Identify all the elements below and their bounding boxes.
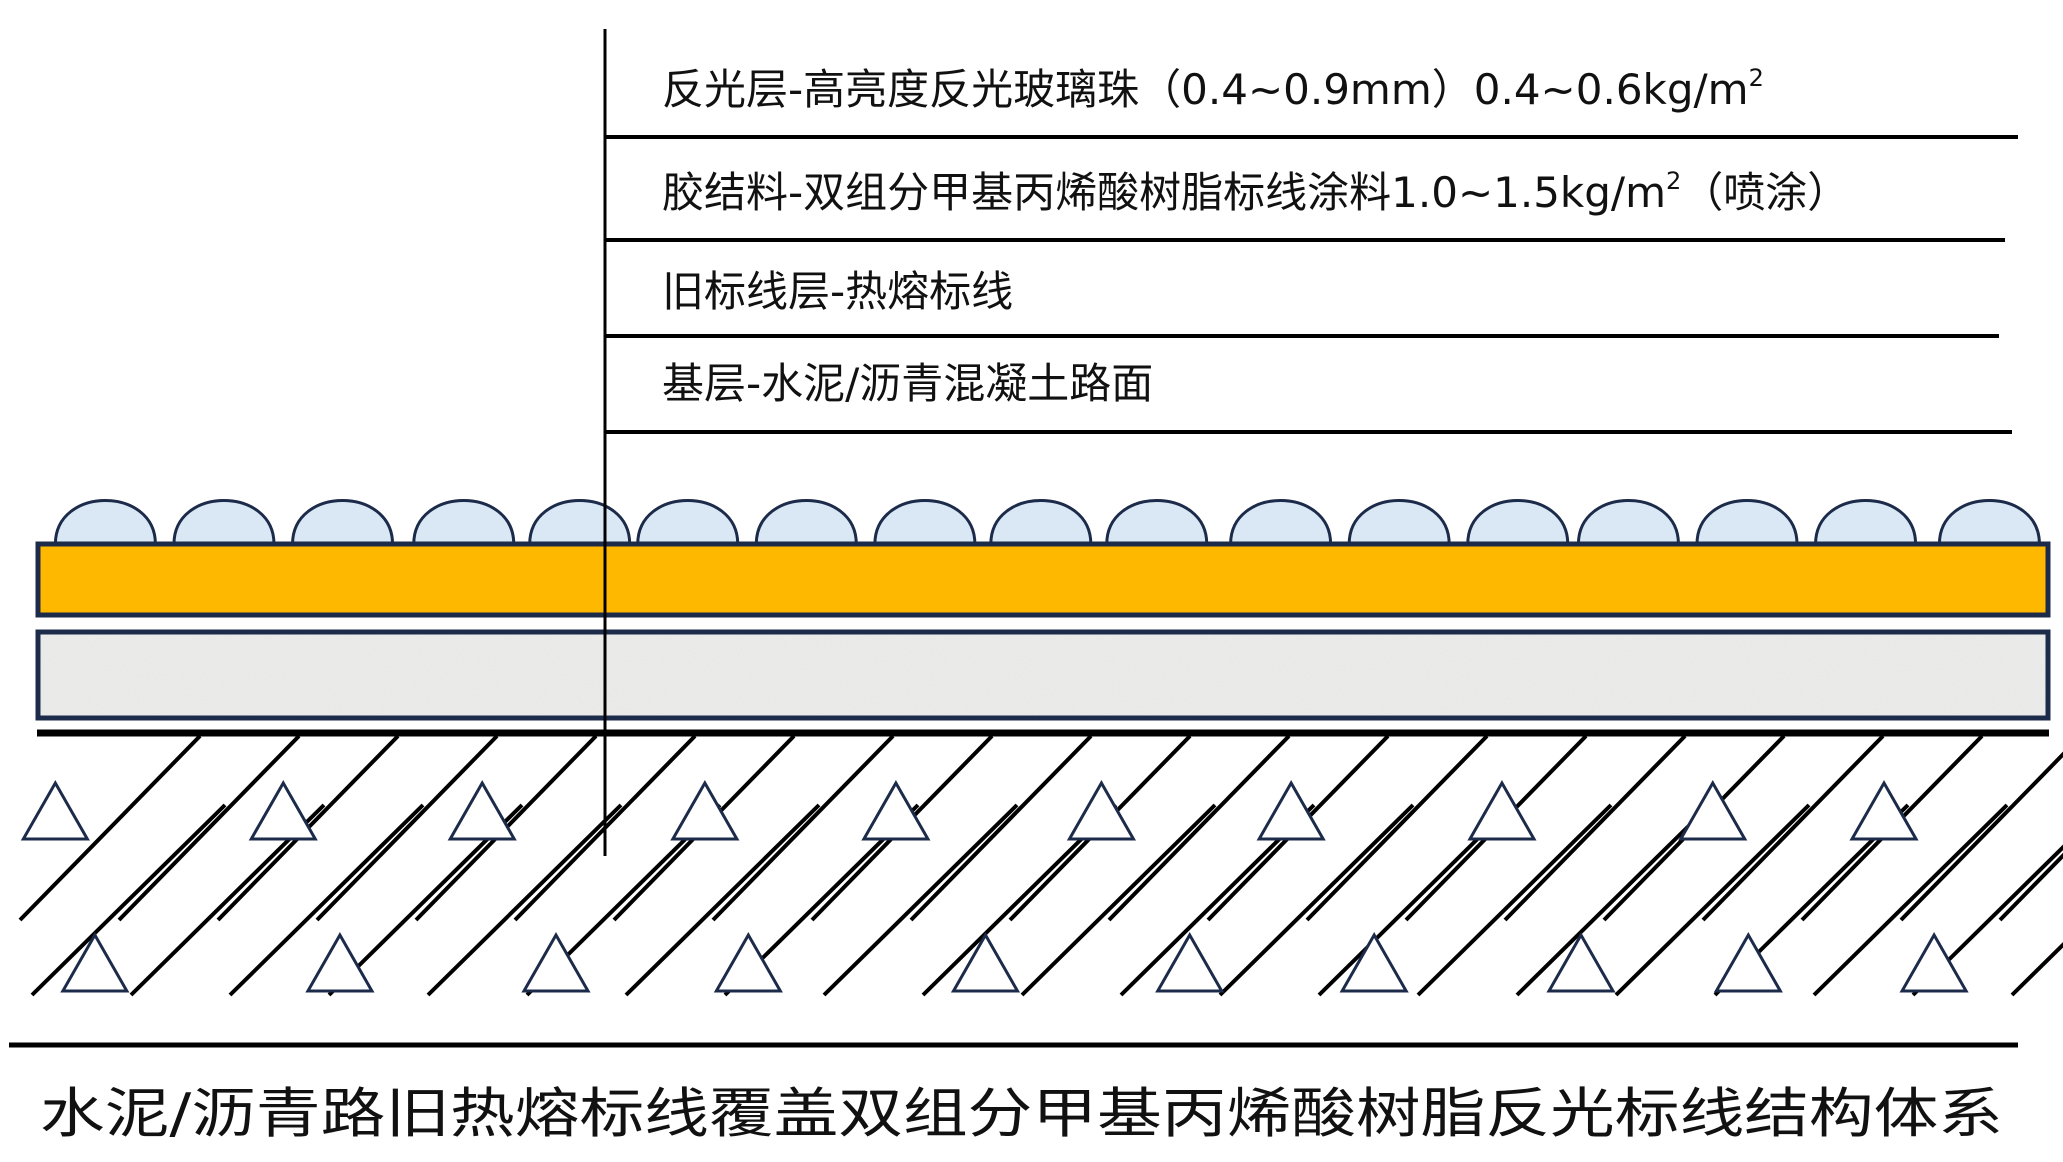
aggregate-triangle — [521, 931, 591, 993]
aggregate-triangle — [1467, 779, 1537, 841]
aggregate-triangle — [1546, 931, 1616, 993]
hatch-line — [624, 803, 821, 997]
hatch-line — [822, 803, 1019, 997]
aggregate-triangle — [1849, 779, 1919, 841]
aggregate-triangle — [20, 779, 90, 841]
aggregate-triangle — [1678, 779, 1748, 841]
hatch-line — [1998, 852, 2063, 922]
aggregate-triangle — [950, 931, 1021, 993]
hatch-line — [1416, 803, 1613, 997]
glass-bead — [1466, 499, 1570, 545]
aggregate-triangle — [1066, 779, 1137, 841]
hatch-line — [228, 803, 425, 997]
aggregate-triangle — [305, 931, 375, 993]
hatch-line — [1515, 803, 1712, 997]
hatch-line — [1218, 803, 1415, 997]
aggregate-triangle — [713, 931, 783, 993]
hatch-line — [909, 734, 1093, 922]
glass-bead — [1576, 499, 1680, 545]
glass-bead — [1937, 499, 2041, 545]
aggregate-triangle — [248, 779, 318, 841]
aggregate-triangle — [60, 931, 130, 993]
glass-bead — [1695, 499, 1799, 545]
glass-bead — [412, 499, 516, 545]
diagram-caption: 水泥/沥青路旧热熔标线覆盖双组分甲基丙烯酸树脂反光标线结构体系 — [40, 1082, 2003, 1145]
hatch-line — [711, 734, 895, 922]
hatch-line — [315, 734, 499, 922]
glass-bead — [172, 499, 276, 545]
old-marking-texture — [41, 635, 2045, 715]
glass-bead — [873, 499, 977, 545]
aggregate-triangle — [670, 779, 740, 841]
hatch-line — [18, 734, 202, 922]
aggregate-triangle — [447, 779, 517, 841]
aggregate-triangle — [1256, 779, 1326, 841]
label-old-marking-layer: 旧标线层-热熔标线 — [662, 267, 1013, 316]
aggregate-triangles — [20, 779, 1969, 993]
hatch-line — [513, 734, 697, 922]
label-reflective-layer: 反光层-高亮度反光玻璃珠（0.4~0.9mm）0.4~0.6kg/m2 — [662, 64, 1764, 114]
hatch-line — [2010, 941, 2063, 997]
aggregate-triangle — [1155, 931, 1225, 993]
aggregate-triangle — [1713, 931, 1783, 993]
hatch-line — [1812, 803, 2009, 997]
glass-bead — [291, 499, 395, 545]
hatch-line — [1305, 734, 1489, 922]
glass-bead — [754, 499, 858, 545]
aggregate-triangle — [861, 779, 931, 841]
label-base-layer: 基层-水泥/沥青混凝土路面 — [662, 359, 1153, 408]
glass-bead — [1105, 499, 1209, 545]
aggregate-triangle — [1339, 931, 1409, 993]
hatch-line — [426, 803, 623, 997]
glass-bead — [636, 499, 740, 545]
hatch-line — [1614, 803, 1811, 997]
binder-layer-rect — [35, 541, 2051, 618]
glass-bead — [1347, 499, 1451, 545]
glass-bead — [1229, 499, 1333, 545]
label-binder-layer: 胶结料-双组分甲基丙烯酸树脂标线涂料1.0~1.5kg/m2（喷涂） — [662, 167, 1849, 217]
hatch-line — [1107, 734, 1291, 922]
glass-beads-layer — [53, 499, 2041, 545]
hatch-line — [1701, 734, 1885, 922]
glass-bead — [989, 499, 1093, 545]
hatch-line — [1503, 734, 1687, 922]
aggregate-triangle — [1899, 931, 1969, 993]
hatch-line — [117, 734, 301, 922]
hatch-line — [1020, 803, 1217, 997]
glass-bead — [528, 499, 632, 545]
hatch-line — [30, 803, 227, 997]
hatch-line — [1899, 751, 2063, 922]
glass-bead — [1814, 499, 1918, 545]
glass-bead — [53, 499, 157, 545]
